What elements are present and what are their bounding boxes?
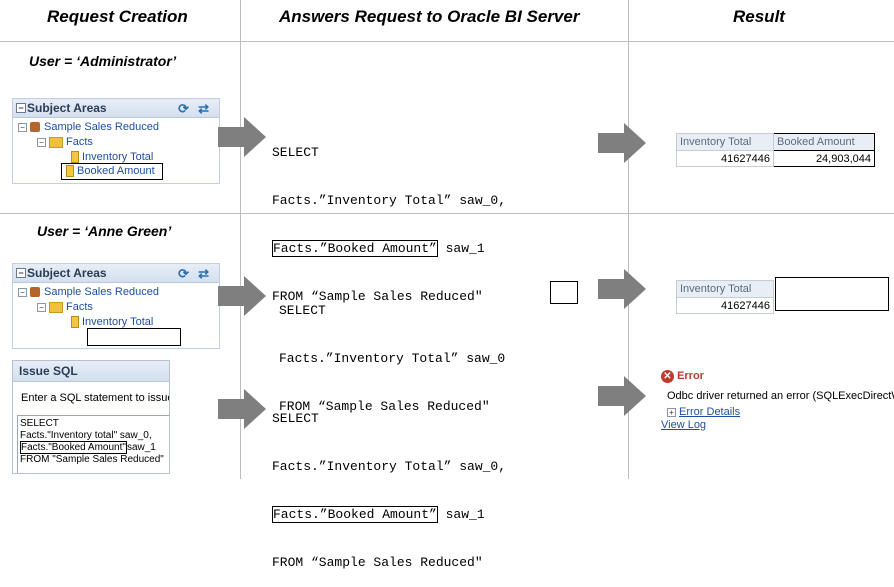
column-header: Inventory Total	[676, 133, 774, 151]
sql-line: Facts."Booked Amount"saw_1	[20, 441, 156, 454]
issue-sql-panel: Issue SQL Enter a SQL statement to issue…	[12, 360, 170, 474]
subject-area-icon	[30, 287, 40, 298]
tree-root[interactable]: −Sample Sales Reduced	[18, 286, 159, 298]
error-title: Error	[677, 370, 704, 383]
sql-line: Facts."Inventory total" saw_0,	[20, 430, 152, 441]
user-label-anne-green: User = ‘Anne Green’	[37, 223, 172, 239]
tree-root[interactable]: −Sample Sales Reduced	[18, 121, 159, 133]
header-answers-request: Answers Request to Oracle BI Server	[279, 7, 580, 26]
result-table-2: Inventory Total 41627446	[676, 280, 774, 314]
panel-title: Issue SQL	[13, 361, 169, 382]
panel-header: − Subject Areas ⟳ ⇄	[13, 99, 219, 118]
collapse-icon[interactable]: −	[16, 268, 26, 278]
refresh-icon[interactable]: ⟳	[178, 266, 189, 281]
expand-icon[interactable]: −	[37, 302, 46, 312]
view-log-link[interactable]: View Log	[661, 419, 707, 431]
sql-line: FROM “Sample Sales Reduced"	[272, 555, 483, 570]
sql-line: FROM “Sample Sales Reduced"	[279, 399, 490, 414]
tree-item-booked-amount[interactable]: Booked Amount	[61, 163, 163, 180]
folder-icon	[49, 301, 63, 313]
sql-line: SELECT	[279, 303, 326, 318]
user-label-administrator: User = ‘Administrator’	[29, 53, 177, 69]
folder-icon	[49, 136, 63, 148]
subject-area-icon	[30, 122, 40, 133]
arrow-right-icon	[218, 389, 266, 429]
missing-result-placeholder	[775, 277, 889, 311]
table-cell: 41627446	[676, 150, 774, 167]
header-request-creation: Request Creation	[47, 7, 188, 26]
column-header: Inventory Total	[676, 280, 774, 298]
collapse-icon[interactable]: −	[16, 103, 26, 113]
sql-line: Facts.”Booked Amount” saw_1	[272, 240, 485, 257]
error-icon: ✕	[661, 369, 674, 383]
sync-icon[interactable]: ⇄	[198, 266, 209, 281]
column-icon	[71, 316, 79, 329]
sql-booked-amount-highlight: Facts.”Booked Amount”	[272, 240, 438, 257]
arrow-right-icon	[598, 376, 646, 416]
error-text: Odbc driver returned an error (SQLExecDi…	[667, 390, 894, 402]
tree-item-inventory-total[interactable]: Inventory Total	[71, 151, 153, 164]
sync-icon[interactable]: ⇄	[198, 101, 209, 116]
sql-line: Facts.”Booked Amount” saw_1	[272, 506, 485, 523]
header-result: Result	[733, 7, 785, 26]
sql-line: SELECT	[20, 418, 59, 429]
panel-prompt: Enter a SQL statement to issue d	[21, 392, 170, 404]
sql-query-2: SELECT Facts.”Inventory Total” saw_0 FRO…	[279, 271, 505, 431]
missing-column-placeholder	[550, 281, 578, 304]
tree-folder-facts[interactable]: −Facts	[37, 136, 93, 148]
sql-line: SELECT	[272, 145, 319, 160]
panel-header: − Subject Areas ⟳ ⇄	[13, 264, 219, 283]
expand-icon[interactable]: −	[18, 287, 27, 297]
column-divider-1	[240, 0, 241, 479]
panel-title: Subject Areas	[27, 101, 107, 115]
expand-icon[interactable]: −	[37, 137, 46, 147]
sql-booked-amount-highlight: Facts.”Booked Amount”	[272, 506, 438, 523]
arrow-right-icon	[598, 123, 646, 163]
sql-line: FROM "Sample Sales Reduced"	[20, 454, 164, 465]
column-divider-2	[628, 0, 629, 479]
sql-booked-amount-highlight: Facts."Booked Amount"	[20, 441, 127, 454]
result-table-1: Inventory Total Booked Amount 41627446 2…	[676, 133, 875, 167]
tree-folder-facts[interactable]: −Facts	[37, 301, 93, 313]
error-details-link[interactable]: +Error Details	[661, 406, 893, 418]
arrow-right-icon	[218, 117, 266, 157]
column-header: Booked Amount	[773, 133, 875, 151]
panel-title: Subject Areas	[27, 266, 107, 280]
row-divider	[0, 213, 894, 214]
missing-item-placeholder	[87, 328, 181, 346]
table-cell: 41627446	[676, 297, 774, 314]
column-icon	[71, 151, 79, 164]
table-cell: 24,903,044	[773, 150, 875, 167]
sql-line: Facts.”Inventory Total” saw_0	[279, 351, 506, 366]
subject-areas-panel: − Subject Areas ⟳ ⇄ −Sample Sales Reduce…	[12, 98, 220, 184]
error-header: ✕ Error	[661, 368, 893, 384]
sql-line: Facts.”Inventory Total” saw_0,	[272, 459, 507, 474]
header-divider	[0, 41, 894, 42]
error-message-panel: ✕ Error Odbc driver returned an error (S…	[661, 368, 894, 431]
expand-icon[interactable]: −	[18, 122, 27, 132]
sql-query-3: SELECT Facts.”Inventory Total” saw_0, Fa…	[272, 379, 506, 587]
sql-line: FROM “Sample Sales Reduced"	[272, 289, 483, 304]
refresh-icon[interactable]: ⟳	[178, 101, 189, 116]
tree-item-inventory-total[interactable]: Inventory Total	[71, 316, 153, 329]
subject-areas-panel: − Subject Areas ⟳ ⇄ −Sample Sales Reduce…	[12, 263, 220, 349]
sql-textarea[interactable]: SELECT Facts."Inventory total" saw_0, Fa…	[17, 415, 169, 473]
expand-icon[interactable]: +	[667, 407, 676, 417]
column-icon	[66, 165, 74, 178]
arrow-right-icon	[218, 276, 266, 316]
sql-line: SELECT	[272, 411, 319, 426]
sql-line: Facts.”Inventory Total” saw_0,	[272, 193, 507, 208]
sql-query-1: SELECT Facts.”Inventory Total” saw_0, Fa…	[272, 113, 506, 321]
arrow-right-icon	[598, 269, 646, 309]
